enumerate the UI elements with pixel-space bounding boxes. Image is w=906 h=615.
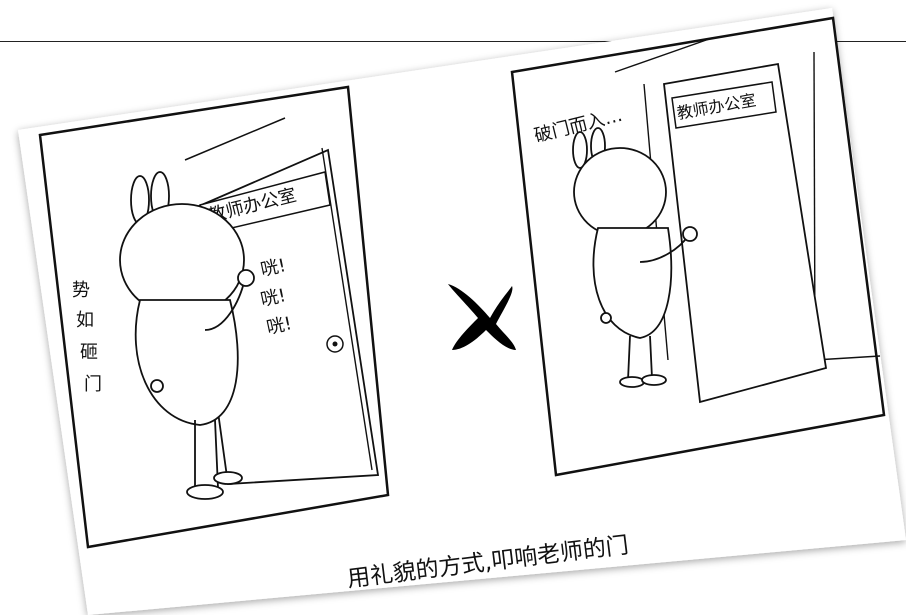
right-panel: 教师办公室 破门而入…	[510, 16, 886, 477]
right-rabbit	[572, 127, 698, 388]
left-panel: 教师办公室 咣! 咣! 咣! 势 如 砸 门	[38, 85, 390, 549]
knock-line-1: 咣!	[259, 255, 288, 281]
side-text-3: 砸	[80, 342, 98, 363]
left-rabbit	[119, 171, 255, 500]
side-text-2: 如	[76, 310, 94, 331]
side-text-1: 势	[72, 280, 90, 301]
x-mark-icon	[448, 284, 516, 350]
side-text-4: 门	[84, 374, 102, 395]
knock-line-3: 咣!	[265, 313, 294, 339]
knock-line-2: 咣!	[259, 285, 288, 311]
top-rule	[0, 41, 906, 42]
